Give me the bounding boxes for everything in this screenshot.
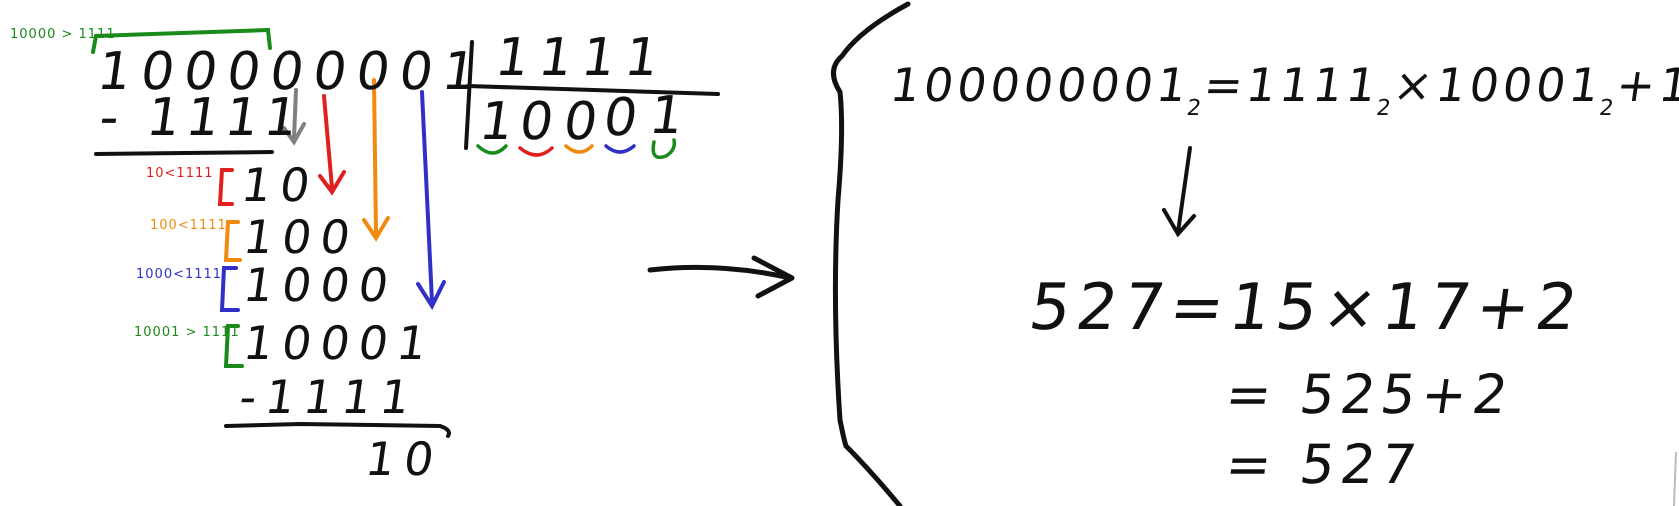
binary-equation: 1000000012=11112×100012+102	[886, 58, 1679, 121]
edge-mark	[1673, 451, 1677, 506]
final-remainder: 10	[362, 432, 447, 486]
quotient-digit: 0	[515, 92, 568, 152]
result-down-arrow	[1162, 146, 1196, 238]
quotient-mark-4	[604, 144, 636, 154]
partial-remainder-1000: 1000	[240, 258, 401, 312]
note-10-lt-1111: 10<1111	[146, 166, 214, 181]
binary-dividend: 100000001	[887, 58, 1195, 112]
note-1000-lt-1111: 1000<1111	[136, 267, 223, 282]
binary-divisor: 1111	[1243, 58, 1384, 112]
partial-remainder-10001: 10001	[240, 316, 440, 370]
quotient-mark-3	[564, 144, 594, 154]
first-subtrahend: - 1111	[95, 88, 308, 148]
note-100-lt-1111: 100<1111	[150, 218, 227, 233]
decimal-step-3: = 527	[1221, 433, 1426, 496]
quotient-digit: 1	[645, 86, 698, 146]
arrow-red	[318, 94, 346, 196]
arrow-blue	[416, 90, 446, 311]
partial-remainder-100: 100	[240, 210, 363, 264]
orange-bracket	[223, 220, 242, 262]
arrow-gray	[282, 88, 306, 146]
decimal-step-2: = 525+2	[1221, 363, 1518, 426]
green-top-bracket	[91, 27, 272, 54]
green-bracket	[223, 324, 244, 368]
note-10001-gt-1111: 10001 > 1111	[134, 325, 240, 340]
quotient-mark-1	[476, 144, 508, 155]
final-subtraction-line	[224, 421, 451, 438]
quotient-digit: 0	[599, 88, 652, 148]
note-10000-gt-1111: 10000 > 1111	[10, 27, 116, 42]
blue-bracket	[219, 266, 240, 312]
decimal-equation: 527=15×17+2	[1024, 271, 1588, 345]
red-bracket	[217, 168, 234, 206]
binary-quotient: 10001	[1432, 58, 1607, 112]
arrow-orange	[362, 78, 390, 242]
quotient-mark-5	[651, 138, 677, 160]
partial-remainder-10: 10	[238, 158, 323, 212]
final-subtrahend: -1111	[236, 370, 423, 424]
division-bracket-vertical	[464, 40, 474, 150]
divisor: 1111	[491, 28, 673, 88]
quotient-mark-2	[518, 146, 554, 157]
first-subtraction-line	[94, 150, 274, 156]
transition-arrow	[647, 255, 795, 299]
division-bracket-horizontal	[466, 84, 720, 96]
large-brace	[831, 1, 911, 506]
